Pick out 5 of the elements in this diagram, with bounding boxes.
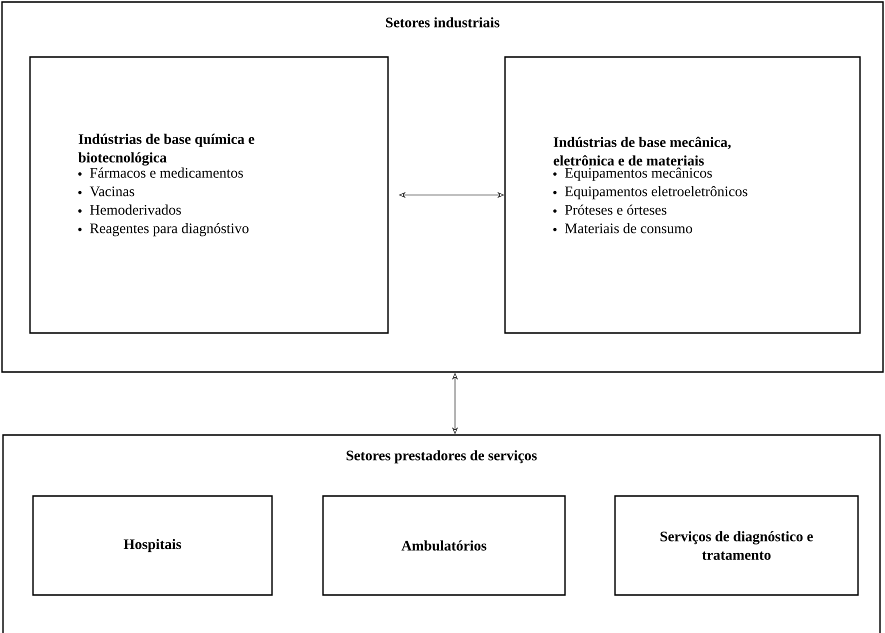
service-box: Serviços de diagnóstico e tratamento — [614, 495, 859, 596]
service-box: Hospitais — [32, 495, 273, 596]
service-box: Ambulatórios — [322, 495, 566, 596]
category-box: Indústrias de base mecânica, eletrônica e de materiais Equipamentos mecânicos Equipamentos eletroeletrônicos Próteses e órteses Materiais de consumo — [504, 56, 861, 334]
category-box: Indústrias de base química e biotecnológica Fármacos e medicamentos Vacinas Hemoderivados Reagentes para diagnóstivo — [29, 56, 389, 334]
